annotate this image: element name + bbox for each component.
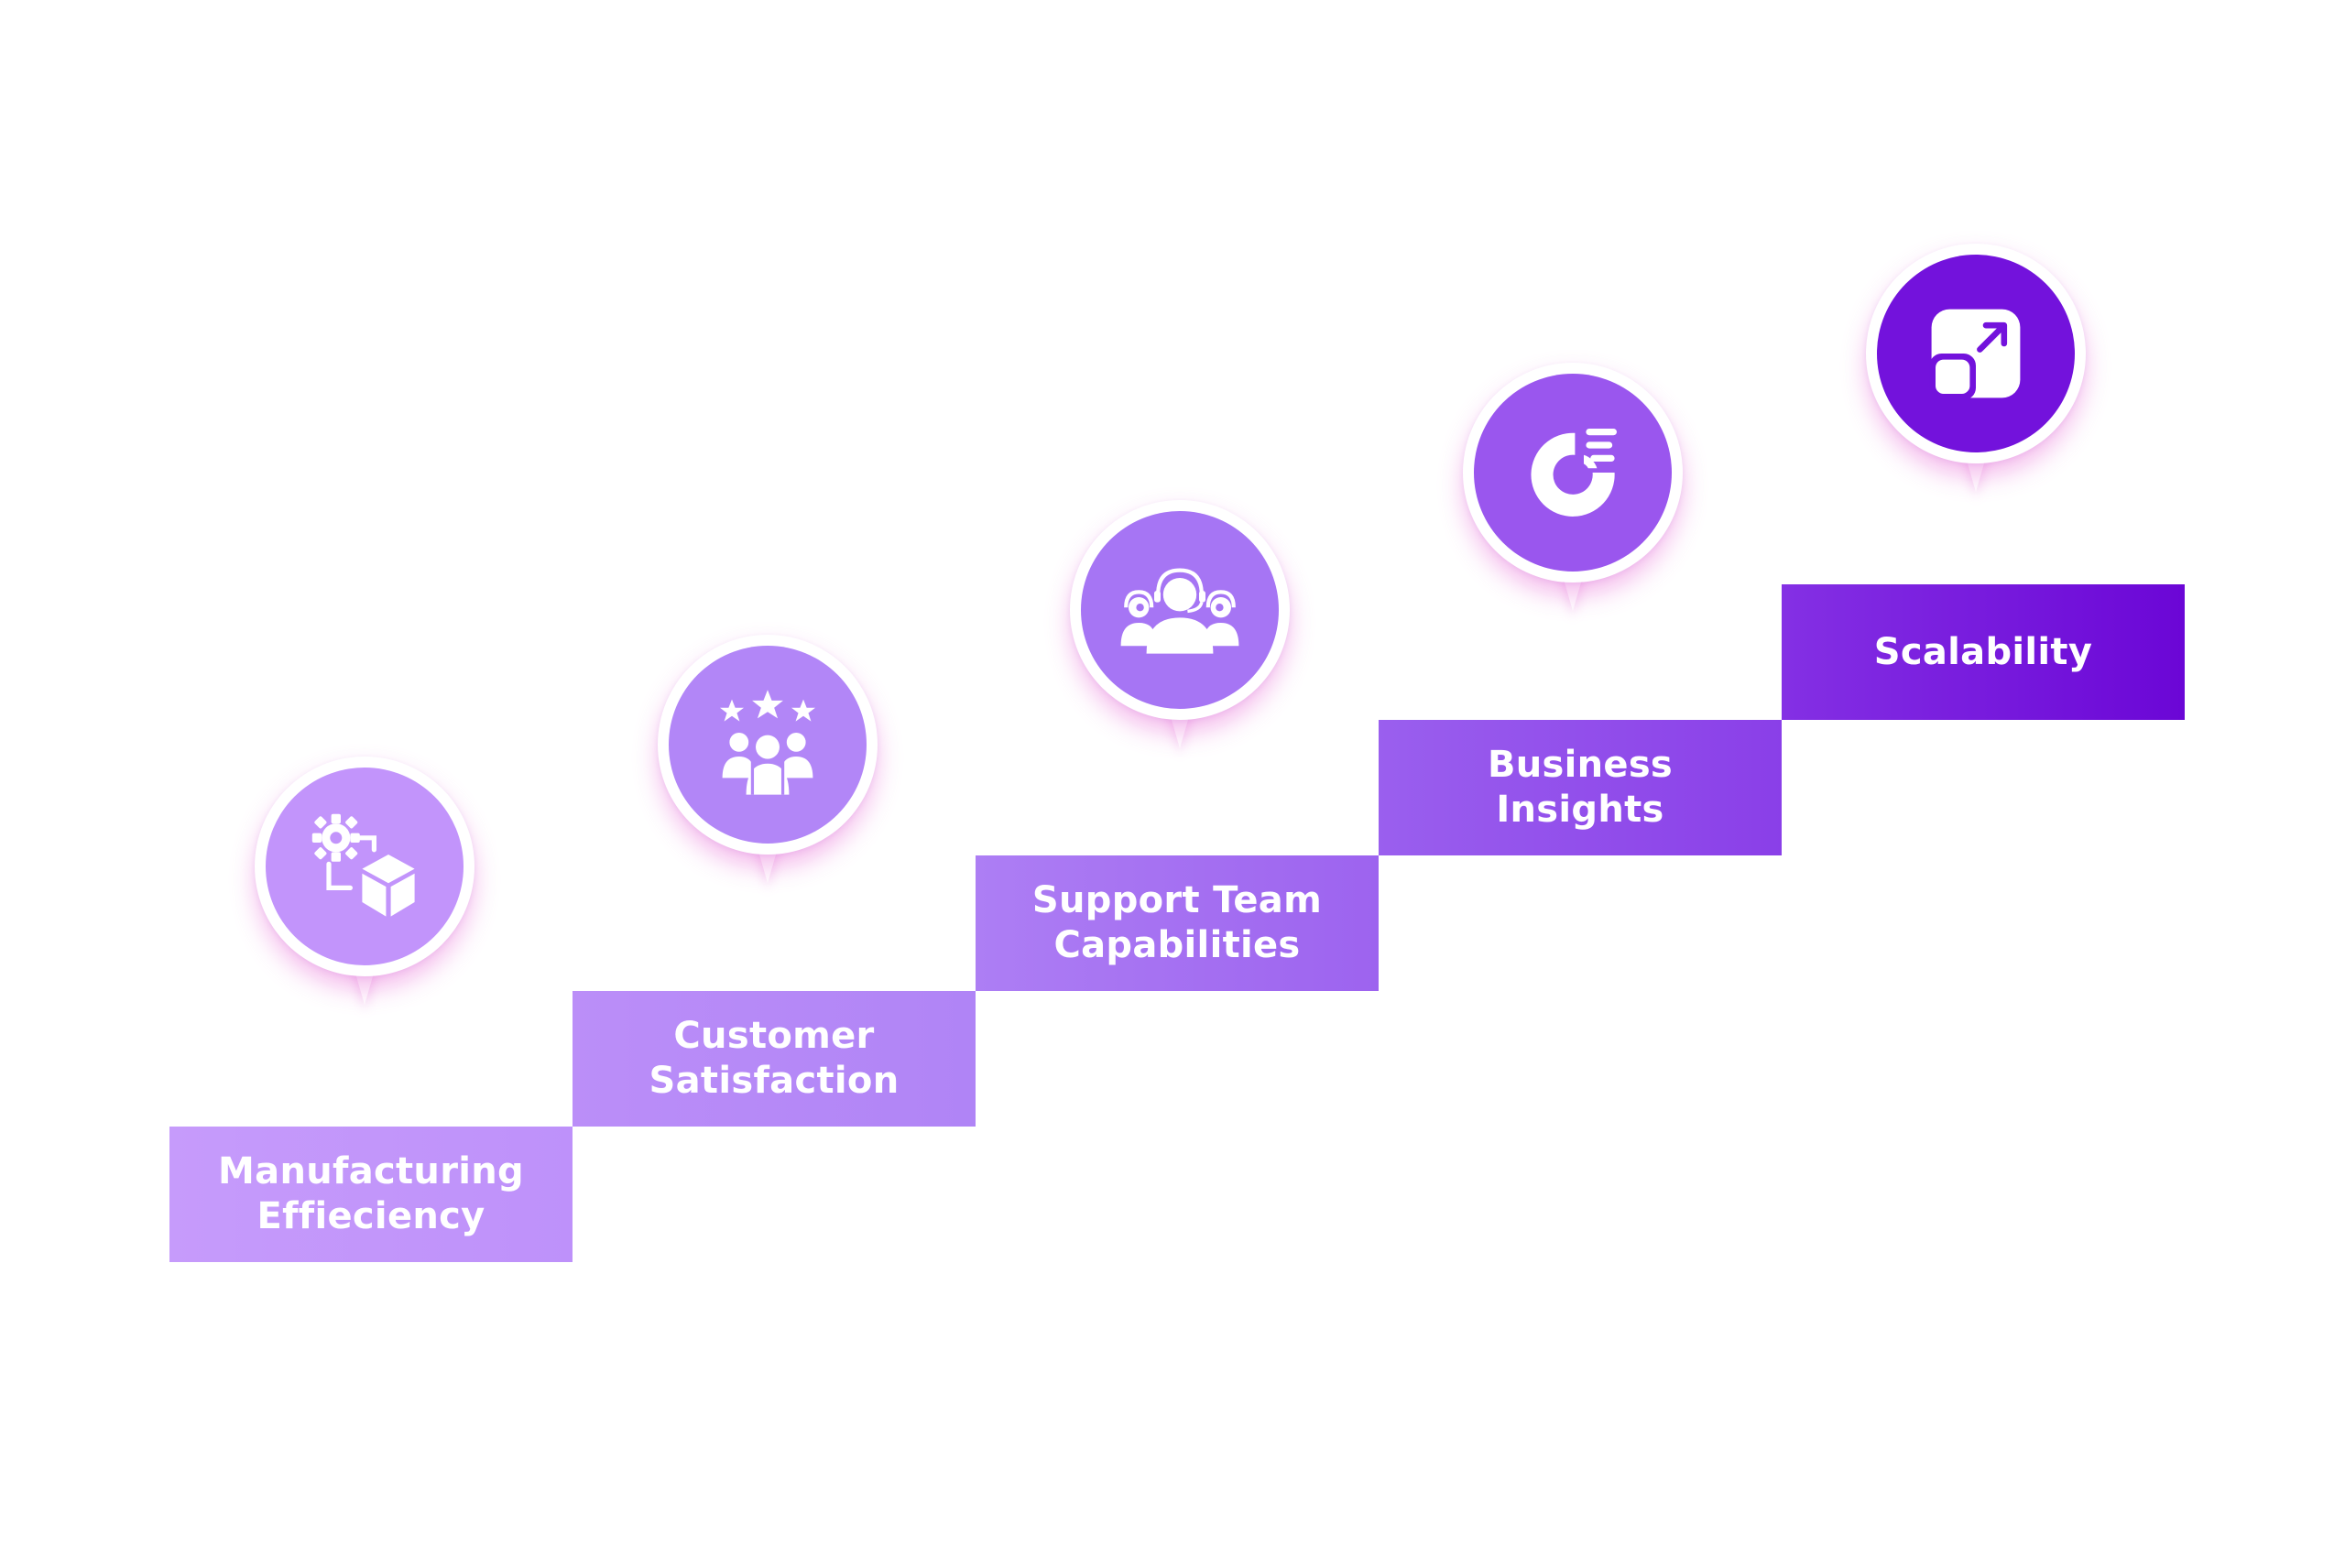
step-business-insights: Business Insights bbox=[1379, 720, 1782, 855]
step-label: Scalability bbox=[1873, 630, 2093, 673]
gear-box-workflow-icon bbox=[266, 768, 464, 965]
step-manufacturing-efficiency: Manufacturing Effieciency bbox=[169, 1127, 573, 1262]
step-scalability: Scalability bbox=[1782, 584, 2185, 720]
step-label: Business Insights bbox=[1487, 744, 1674, 831]
step-label: Support Team Capabilities bbox=[1031, 879, 1323, 966]
pin-manufacturing-efficiency bbox=[255, 757, 474, 1031]
donut-chart-insights-icon bbox=[1474, 374, 1672, 572]
support-agents-headset-icon bbox=[1081, 511, 1279, 709]
step-label: Manufacturing Effieciency bbox=[218, 1150, 524, 1237]
pin-customer-satisfaction bbox=[658, 635, 878, 909]
step-support-team-capabilities: Support Team Capabilities bbox=[976, 855, 1379, 991]
step-label: Customer Satisfaction bbox=[649, 1015, 900, 1102]
pin-scalability bbox=[1866, 244, 2086, 518]
customer-group-stars-icon bbox=[669, 646, 867, 844]
step-customer-satisfaction: Customer Satisfaction bbox=[573, 991, 976, 1127]
pin-support-team-capabilities bbox=[1070, 500, 1290, 775]
scale-up-arrow-icon bbox=[1877, 255, 2075, 452]
pin-business-insights bbox=[1463, 363, 1683, 637]
